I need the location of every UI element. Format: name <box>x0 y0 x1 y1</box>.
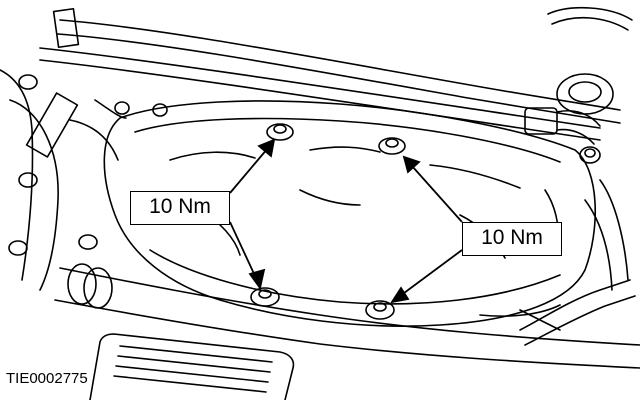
torque-label-left: 10 Nm <box>130 191 230 225</box>
nut-top-left <box>266 123 294 141</box>
torque-label-right: 10 Nm <box>462 222 562 256</box>
left-engine-block <box>0 69 168 291</box>
upper-pipes <box>39 7 621 145</box>
leader-to-nut-top-left <box>229 147 269 194</box>
callout-arrows <box>229 138 463 304</box>
leader-to-nut-bottom-left <box>229 221 257 279</box>
nut-bottom-right <box>365 300 395 320</box>
lower-hose <box>54 263 640 369</box>
right-bracket <box>519 279 636 346</box>
arrowhead-top-left <box>257 138 276 158</box>
leader-to-nut-bottom-right <box>399 249 463 297</box>
nut-top-right <box>378 137 406 155</box>
arrowhead-top-right <box>402 155 421 174</box>
arrowhead-bottom-left <box>248 268 266 291</box>
leader-to-nut-top-right <box>411 165 463 223</box>
right-bolt <box>579 146 629 291</box>
bottom-panel <box>89 333 295 401</box>
nut-bottom-left <box>250 287 280 307</box>
arrowhead-bottom-right <box>390 286 410 304</box>
filler-cap <box>547 6 633 115</box>
figure-id: TIE0002775 <box>6 370 88 387</box>
